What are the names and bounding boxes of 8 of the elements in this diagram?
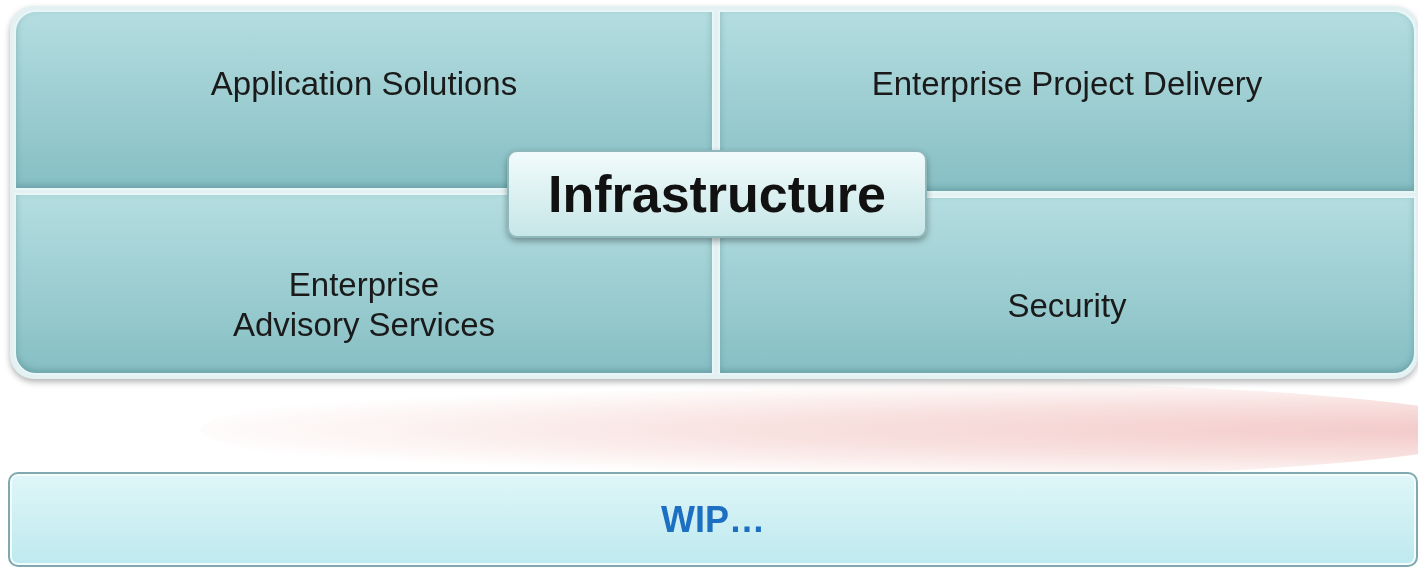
node-label: Enterprise Advisory Services bbox=[231, 265, 497, 345]
node-label: Security bbox=[1007, 286, 1127, 326]
node-label: Infrastructure bbox=[547, 168, 887, 220]
center-box bbox=[507, 150, 927, 238]
node-label: Enterprise Project Delivery bbox=[871, 64, 1263, 104]
node-label: WIP… bbox=[661, 497, 765, 542]
banner-bar bbox=[8, 472, 1418, 567]
node-label: Application Solutions bbox=[210, 64, 518, 104]
